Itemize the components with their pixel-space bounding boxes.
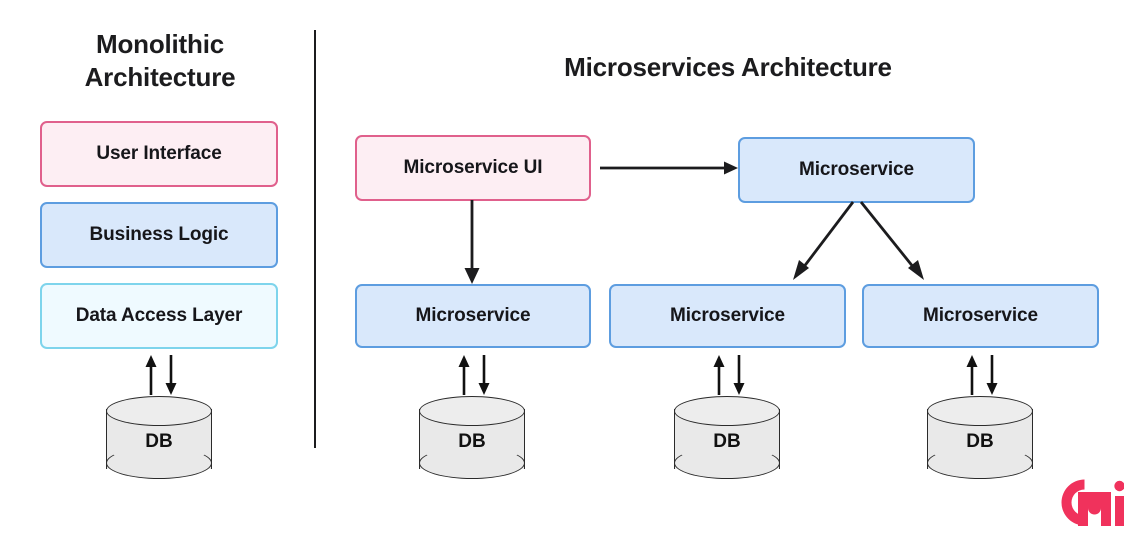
arrow-down-icon (464, 200, 480, 284)
db-bottom-ellipse (419, 447, 525, 479)
section-divider (314, 30, 316, 448)
db-top-ellipse (674, 396, 780, 426)
db-arrows-monolithic (136, 355, 182, 395)
microservice-box-3[interactable]: Microservice (862, 284, 1099, 348)
brand-logo-icon (1061, 479, 1125, 526)
db-arrows-3 (957, 355, 1003, 395)
brand-logo (1058, 477, 1125, 529)
layer-data-access[interactable]: Data Access Layer (40, 283, 278, 349)
db-label: DB (713, 431, 741, 452)
db-bottom-ellipse (106, 447, 212, 479)
layer-user-interface[interactable]: User Interface (40, 121, 278, 187)
db-label: DB (458, 431, 486, 452)
bidirectional-arrows-icon (145, 355, 177, 395)
microservice-ui-box[interactable]: Microservice UI (355, 135, 591, 201)
db-top-ellipse (419, 396, 525, 426)
db-bottom-ellipse (674, 447, 780, 479)
db-arrows-2 (704, 355, 750, 395)
db-label: DB (145, 431, 173, 452)
layer-business-logic[interactable]: Business Logic (40, 202, 278, 268)
arrow-ui-to-service-1 (458, 200, 486, 286)
monolithic-title-line2: Architecture (84, 61, 236, 92)
db-label: DB (966, 431, 994, 452)
database-2: DB (674, 396, 780, 480)
database-1: DB (419, 396, 525, 480)
microservices-title: Microservices Architecture (564, 52, 892, 82)
database-monolithic: DB (106, 396, 212, 480)
db-top-ellipse (927, 396, 1033, 426)
arrows-microservice-fanout (735, 200, 1025, 288)
microservice-top-box[interactable]: Microservice (738, 137, 975, 203)
microservice-box-2[interactable]: Microservice (609, 284, 846, 348)
bidirectional-arrows-icon (966, 355, 998, 395)
fanout-arrows-icon (793, 201, 924, 280)
bidirectional-arrows-icon (713, 355, 745, 395)
db-top-ellipse (106, 396, 212, 426)
monolithic-title-line1: Monolithic (96, 29, 224, 59)
arrow-right-icon (600, 161, 738, 175)
db-bottom-ellipse (927, 447, 1033, 479)
monolithic-title: Monolithic Architecture (20, 28, 300, 93)
microservice-box-1[interactable]: Microservice (355, 284, 591, 348)
database-3: DB (927, 396, 1033, 480)
bidirectional-arrows-icon (458, 355, 490, 395)
arrow-ui-to-microservice (600, 150, 742, 186)
db-arrows-1 (449, 355, 495, 395)
